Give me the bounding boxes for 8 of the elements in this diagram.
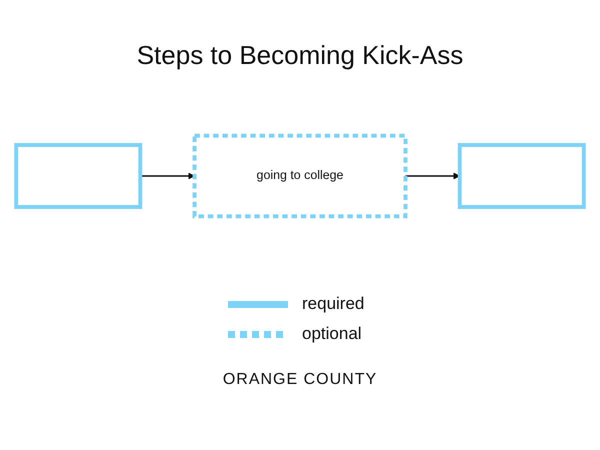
legend-label: optional	[302, 324, 362, 344]
diagram-title: Steps to Becoming Kick-Ass	[136, 40, 464, 71]
node-box	[14, 143, 142, 209]
arrow	[140, 172, 195, 180]
node-box: going to college	[192, 134, 408, 218]
footer-label: ORANGE COUNTY	[222, 371, 378, 389]
node-box	[458, 143, 586, 209]
legend-label: required	[302, 294, 364, 314]
